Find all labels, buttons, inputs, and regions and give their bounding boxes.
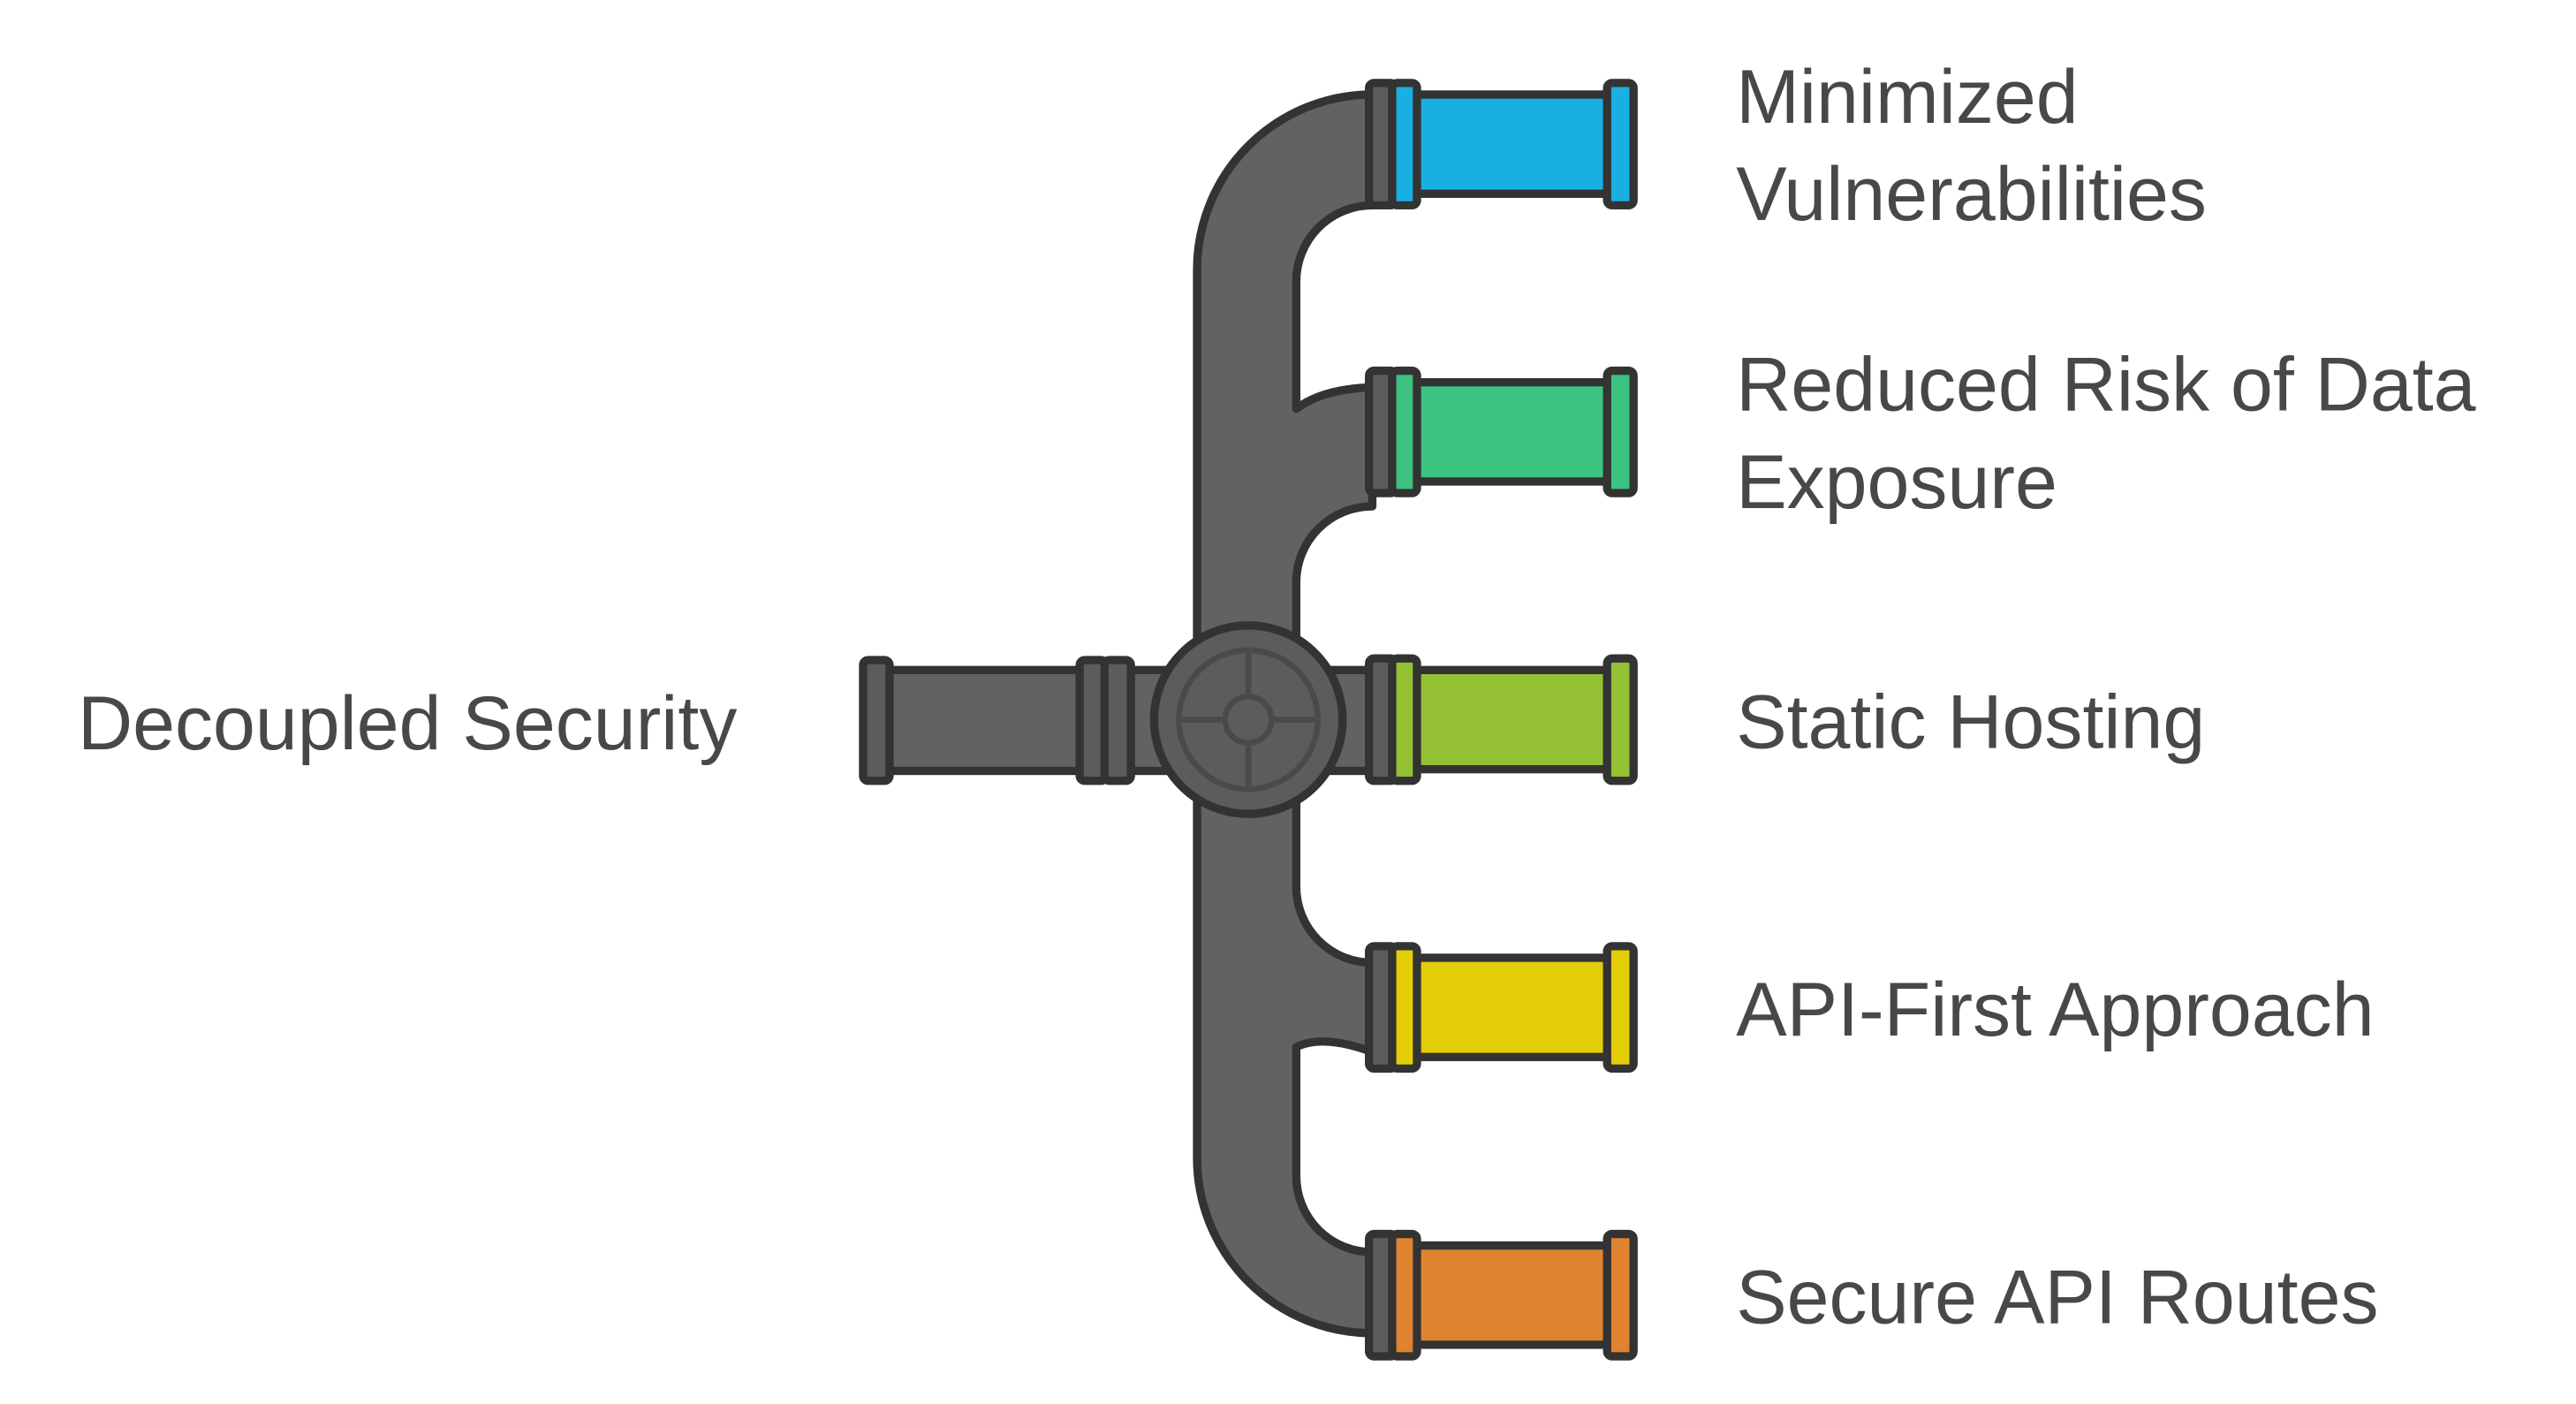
branch-label-line: Vulnerabilities [1736, 152, 2207, 237]
inlet-end-flange [859, 656, 894, 785]
outlet-pipe [1405, 1241, 1622, 1349]
outlet-end-flange [1602, 654, 1638, 785]
valve-hub [1222, 693, 1275, 746]
branch-secure-api-routes [1365, 1229, 1638, 1361]
pipe-network [859, 79, 1638, 1361]
outlet-collar [1388, 1229, 1421, 1361]
outlet-collar [1388, 942, 1421, 1074]
valve-icon [1149, 621, 1347, 818]
outlet-collar [1388, 79, 1421, 210]
branch-label-line: Secure API Routes [1736, 1256, 2378, 1340]
branch-api-first [1365, 942, 1638, 1074]
outlet-pipe [1405, 953, 1622, 1061]
branch-label-line: Reduced Risk of Data [1736, 342, 2475, 427]
branch-minimized-vulnerabilities [1365, 79, 1638, 210]
outlet-end-flange [1602, 366, 1638, 497]
branch-label-line: Exposure [1736, 440, 2057, 525]
inlet-flange-b [1100, 656, 1135, 785]
branch-label-static-hosting: Static Hosting [1736, 679, 2205, 764]
branch-label-api-first: API-First Approach [1736, 968, 2374, 1052]
outlet-pipe [1405, 377, 1622, 486]
branch-static-hosting [1365, 654, 1638, 785]
branch-label-secure-api-routes: Secure API Routes [1736, 1256, 2378, 1340]
outlet-end-flange [1602, 942, 1638, 1074]
outlet-pipe [1405, 665, 1622, 774]
outlet-collar [1388, 366, 1421, 497]
outlet-pipe [1405, 90, 1622, 198]
source-label: Decoupled Security [78, 681, 737, 766]
branch-label-line: API-First Approach [1736, 968, 2374, 1052]
outlet-end-flange [1602, 79, 1638, 210]
branch-label-line: Static Hosting [1736, 679, 2205, 764]
branch-label-line: Minimized [1736, 55, 2078, 140]
branch-reduced-risk [1365, 366, 1638, 497]
outlet-end-flange [1602, 1229, 1638, 1361]
outlet-collar [1388, 654, 1421, 785]
